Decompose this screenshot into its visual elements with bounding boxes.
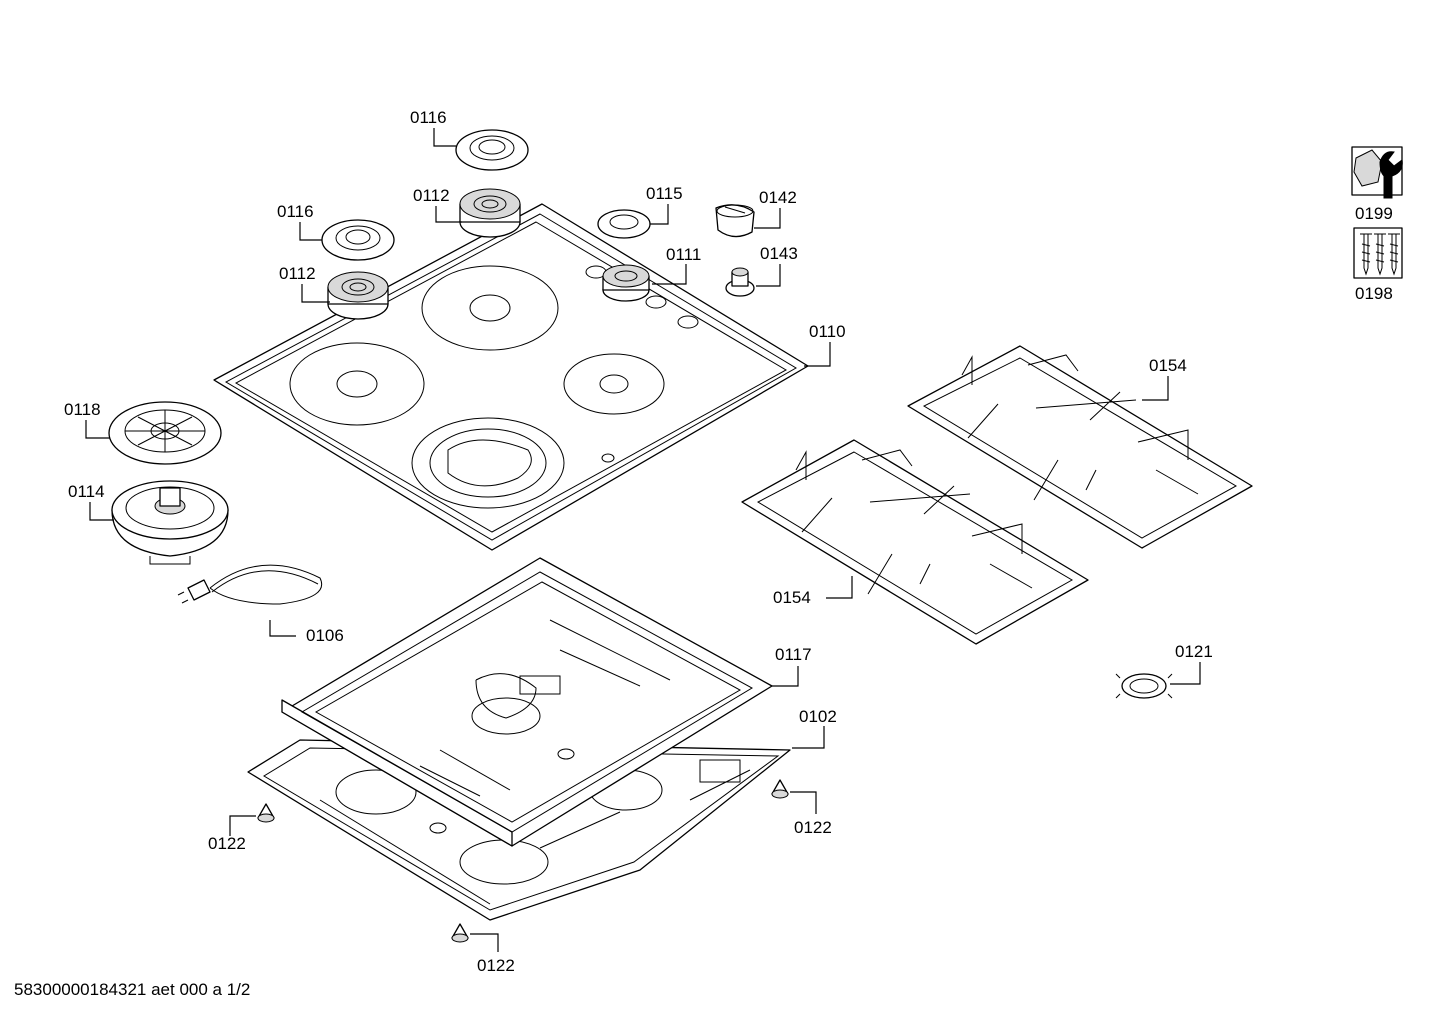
wok-ring-0121	[1115, 673, 1173, 699]
power-cable-0106	[177, 564, 322, 605]
label-0116-left: 0116	[277, 202, 314, 221]
label-0154-left: 0154	[773, 588, 811, 607]
label-0122-right: 0122	[794, 818, 832, 837]
burner-head-0111	[602, 264, 650, 302]
label-0102: 0102	[799, 707, 837, 726]
service-wrench-icon	[1351, 146, 1403, 199]
label-0198: 0198	[1355, 284, 1393, 303]
label-0116-top: 0116	[410, 108, 447, 127]
label-0142: 0142	[759, 188, 797, 207]
frame-0117	[281, 557, 773, 847]
foot-0122-right	[771, 779, 789, 799]
label-0199: 0199	[1355, 204, 1393, 223]
burner-head-0112-top	[459, 188, 521, 238]
burner-cap-0116-left	[321, 219, 395, 261]
label-0112-left: 0112	[279, 264, 316, 283]
hob-top-panel	[213, 203, 809, 551]
label-0117: 0117	[775, 645, 812, 664]
label-0118: 0118	[64, 400, 101, 419]
label-0122-left: 0122	[208, 834, 246, 853]
label-0143: 0143	[760, 244, 798, 263]
foot-0122-bottom	[451, 923, 469, 943]
label-0121: 0121	[1175, 642, 1213, 661]
label-0154-right: 0154	[1149, 356, 1187, 375]
screws-icon	[1353, 227, 1403, 279]
pan-support-right	[907, 345, 1253, 549]
burner-cap-0116-top	[455, 129, 529, 171]
knob-base-0143	[725, 267, 755, 297]
document-footer-id: 58300000184321 aet 000 a 1/2	[14, 980, 251, 999]
label-0122-bottom: 0122	[477, 956, 515, 975]
label-0112-top: 0112	[413, 186, 450, 205]
foot-0122-left	[257, 803, 275, 823]
label-0115: 0115	[646, 184, 683, 203]
label-0114: 0114	[68, 482, 105, 501]
label-0111: 0111	[666, 245, 701, 264]
burner-head-0112-left	[327, 271, 389, 320]
pan-support-left	[741, 439, 1089, 645]
leader-lines	[85, 128, 1201, 952]
burner-body-0114	[111, 480, 229, 565]
label-0106: 0106	[306, 626, 344, 645]
label-0110: 0110	[809, 322, 846, 341]
burner-cap-0118	[108, 401, 222, 465]
burner-cap-0115	[597, 209, 651, 239]
control-knob-0142	[715, 204, 755, 238]
